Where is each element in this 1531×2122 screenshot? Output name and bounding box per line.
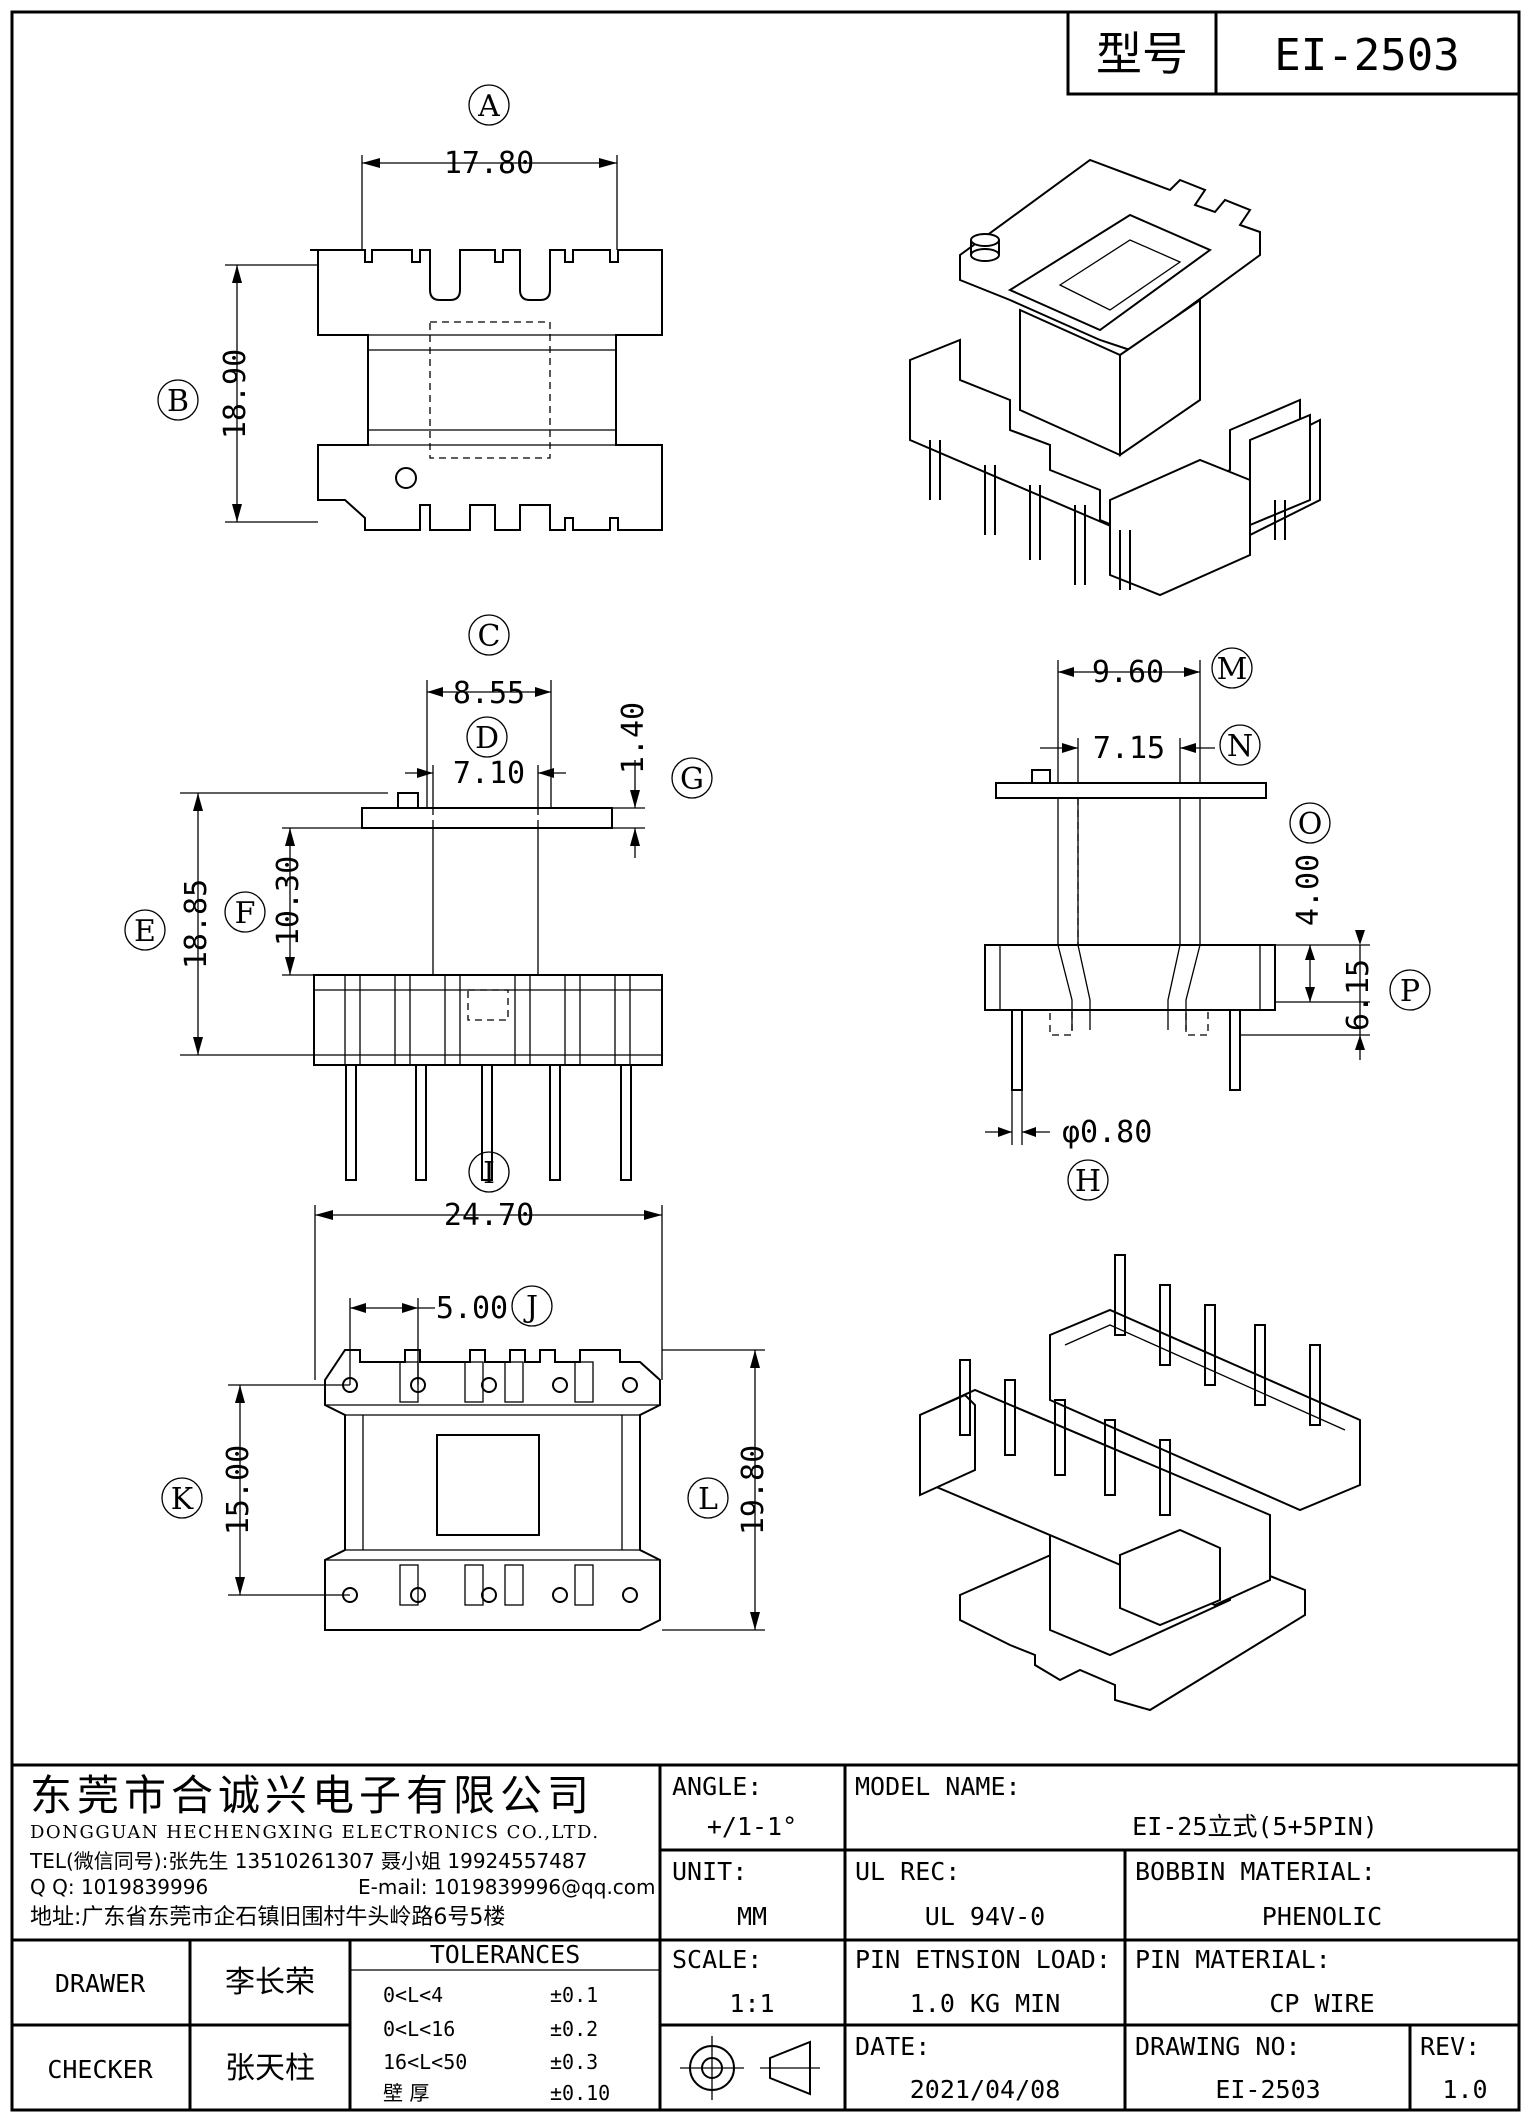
front-section-view: 9.60 M 7.15 N 4.00 O 6.15 P	[984, 647, 1431, 1201]
tolerances-table: 0<L<4 ±0.1 0<L<16 ±0.2 16<L<50 ±0.3 壁 厚 …	[383, 1983, 610, 2105]
tolerances-label: TOLERANCES	[430, 1940, 581, 1969]
dim-j-value: 5.00	[436, 1291, 508, 1326]
dim-l-value: 19.80	[736, 1445, 771, 1535]
company-tel: TEL(微信同号):张先生 13510261307 聂小姐 1992455748…	[29, 1849, 587, 1873]
dim-g-label: G	[680, 762, 704, 797]
company-email: E-mail: 1019839996@qq.com	[358, 1875, 656, 1899]
model-name-label: MODEL NAME:	[855, 1772, 1021, 1801]
ul-rec-label: UL REC:	[855, 1857, 960, 1886]
date-value: 2021/04/08	[910, 2075, 1061, 2104]
dim-h-label: H	[1075, 1164, 1101, 1199]
dim-c-value: 8.55	[453, 676, 525, 711]
pin1-marker-icon	[395, 467, 417, 489]
ul-rec-value: UL 94V-0	[925, 1902, 1045, 1931]
dim-m-value: 9.60	[1092, 655, 1164, 690]
dim-g-value: 1.40	[616, 702, 651, 774]
dim-e-value: 18.85	[179, 879, 214, 969]
tolerance-range: 16<L<50	[383, 2050, 467, 2074]
top-view: 17.80 A 18.90 B	[157, 84, 663, 531]
dim-f-value: 10.30	[271, 856, 306, 946]
drawer-value: 李长荣	[225, 1965, 315, 2000]
dim-a-label: A	[477, 89, 500, 124]
dim-m-label: M	[1217, 652, 1248, 687]
dim-e-label: E	[134, 914, 156, 949]
dim-d-value: 7.10	[453, 756, 525, 791]
dim-f-label: F	[235, 896, 256, 931]
unit-label: UNIT:	[672, 1857, 747, 1886]
date-label: DATE:	[855, 2032, 930, 2061]
dim-b-label: B	[167, 384, 189, 419]
tolerance-value: ±0.10	[550, 2081, 610, 2105]
dim-n-label: N	[1227, 729, 1253, 764]
scale-value: 1:1	[729, 1989, 774, 2018]
company-address: 地址:广东省东莞市企石镇旧围村牛头岭路6号5楼	[30, 1905, 505, 1930]
company-qq: Q Q: 1019839996	[30, 1875, 208, 1899]
drawing-no-value: EI-2503	[1215, 2075, 1320, 2104]
dim-k-value: 15.00	[221, 1445, 256, 1535]
pin-material-value: CP WIRE	[1269, 1989, 1374, 2018]
angle-value: +/1-1°	[707, 1812, 797, 1841]
sheet-border	[10, 10, 1521, 2112]
model-header-label: 型号	[1096, 27, 1188, 81]
tolerance-range: 0<L<16	[383, 2017, 455, 2041]
dim-h-value: φ0.80	[1062, 1115, 1152, 1150]
dim-c-label: C	[478, 619, 501, 654]
dim-p-label: P	[1400, 974, 1420, 1009]
dim-n-value: 7.15	[1093, 731, 1165, 766]
rev-value: 1.0	[1442, 2075, 1487, 2104]
angle-label: ANGLE:	[672, 1772, 762, 1801]
iso-view-bottom	[919, 1254, 1361, 1712]
bobbin-material-label: BOBBIN MATERIAL:	[1135, 1857, 1376, 1886]
dim-a-value: 17.80	[444, 146, 534, 181]
bottom-view: 24.70 I 5.00 J 15.00 K 19.80 L	[161, 1151, 771, 1631]
unit-value: MM	[737, 1902, 767, 1931]
bobbin-material-value: PHENOLIC	[1262, 1902, 1382, 1931]
iso-view-top	[909, 158, 1321, 597]
pin-material-label: PIN MATERIAL:	[1135, 1945, 1331, 1974]
dim-d-label: D	[475, 721, 499, 756]
dim-i-value: 24.70	[444, 1198, 534, 1233]
company-name-cn: 东莞市合诚兴电子有限公司	[30, 1771, 594, 1820]
dim-o-value: 4.00	[1291, 854, 1326, 926]
side-view: 8.55 C 7.10 D 18.85 E 10.30 F	[124, 614, 713, 1181]
dim-o-label: O	[1298, 807, 1323, 842]
tolerance-value: ±0.1	[550, 1983, 598, 2007]
projection-symbol-icon	[680, 2036, 820, 2100]
tolerance-value: ±0.2	[550, 2017, 598, 2041]
tolerance-value: ±0.3	[550, 2050, 598, 2074]
model-name-value: EI-25立式(5+5PIN)	[1132, 1812, 1378, 1841]
dim-b-value: 18.90	[218, 349, 253, 439]
dim-l-label: L	[698, 1482, 718, 1517]
checker-value: 张天柱	[225, 2051, 315, 2086]
pin-load-label: PIN ETNSION LOAD:	[855, 1945, 1111, 1974]
model-header: 型号 EI-2503	[1066, 10, 1521, 96]
dim-p-value: 6.15	[1341, 959, 1376, 1031]
tolerance-range: 0<L<4	[383, 1983, 443, 2007]
checker-label: CHECKER	[47, 2055, 153, 2084]
rev-label: REV:	[1420, 2032, 1480, 2061]
pin-load-value: 1.0 KG MIN	[910, 1989, 1061, 2018]
drawing-no-label: DRAWING NO:	[1135, 2032, 1301, 2061]
company-name-en: DONGGUAN HECHENGXING ELECTRONICS CO.,LTD…	[30, 1822, 600, 1843]
dim-i-label: I	[483, 1156, 495, 1191]
drawer-label: DRAWER	[55, 1969, 146, 1998]
dim-j-label: J	[523, 1290, 538, 1325]
title-block: 东莞市合诚兴电子有限公司 DONGGUAN HECHENGXING ELECTR…	[12, 1763, 1519, 2110]
dim-k-label: K	[171, 1482, 194, 1517]
tolerance-range: 壁 厚	[383, 2081, 429, 2105]
model-header-value: EI-2503	[1274, 30, 1459, 81]
scale-label: SCALE:	[672, 1945, 762, 1974]
